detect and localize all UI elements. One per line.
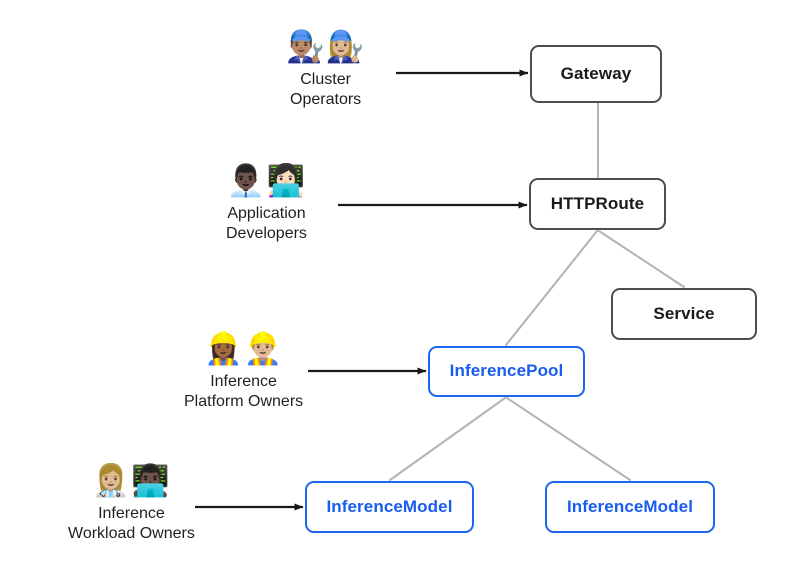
persona-application-developers-label: Application Developers (226, 205, 307, 243)
inference-workload-owners-emoji-icon: 👩🏼‍⚕️👨🏿‍💻 (91, 463, 172, 499)
node-service-label: Service (653, 303, 715, 323)
link-httproute-inferencepool (505, 230, 598, 346)
cluster-operators-emoji-icon: 👨🏽‍🔧👩🏼‍🔧 (286, 29, 366, 65)
node-inferencepool-label: InferencePool (449, 361, 564, 381)
link-httproute-service (598, 230, 685, 288)
node-service[interactable]: Service (611, 288, 757, 340)
link-inferencepool-model-left (389, 397, 506, 481)
persona-inference-workload-owners: 👩🏼‍⚕️👨🏿‍💻 Inference Workload Owners (68, 466, 195, 545)
link-inferencepool-model-right (506, 397, 631, 481)
node-inferencemodel-right[interactable]: InferenceModel (545, 481, 715, 533)
persona-arrow-lines (195, 69, 529, 511)
inference-platform-owners-emoji-icon: 👷🏾‍♀️👷🏼‍♂️ (203, 331, 284, 367)
node-inferencemodel-left[interactable]: InferenceModel (305, 481, 474, 533)
persona-cluster-operators: 👨🏽‍🔧👩🏼‍🔧 Cluster Operators (286, 32, 365, 111)
persona-inference-platform-owners-label: Inference Platform Owners (184, 373, 304, 411)
persona-inference-workload-owners-label: Inference Workload Owners (68, 505, 195, 543)
node-gateway[interactable]: Gateway (530, 45, 662, 103)
persona-application-developers: 👨🏿‍💼👩🏻‍💻 Application Developers (226, 166, 307, 245)
application-developers-emoji-icon: 👨🏿‍💼👩🏻‍💻 (226, 163, 307, 199)
persona-cluster-operators-label: Cluster Operators (290, 71, 362, 109)
node-inferencemodel-right-label: InferenceModel (566, 496, 694, 516)
node-inferencepool[interactable]: InferencePool (428, 346, 585, 397)
node-inferencemodel-left-label: InferenceModel (326, 496, 453, 516)
node-httproute-label: HTTPRoute (550, 193, 645, 213)
persona-inference-platform-owners: 👷🏾‍♀️👷🏼‍♂️ Inference Platform Owners (184, 334, 303, 413)
node-httproute[interactable]: HTTPRoute (529, 178, 666, 230)
node-gateway-label: Gateway (560, 63, 632, 83)
